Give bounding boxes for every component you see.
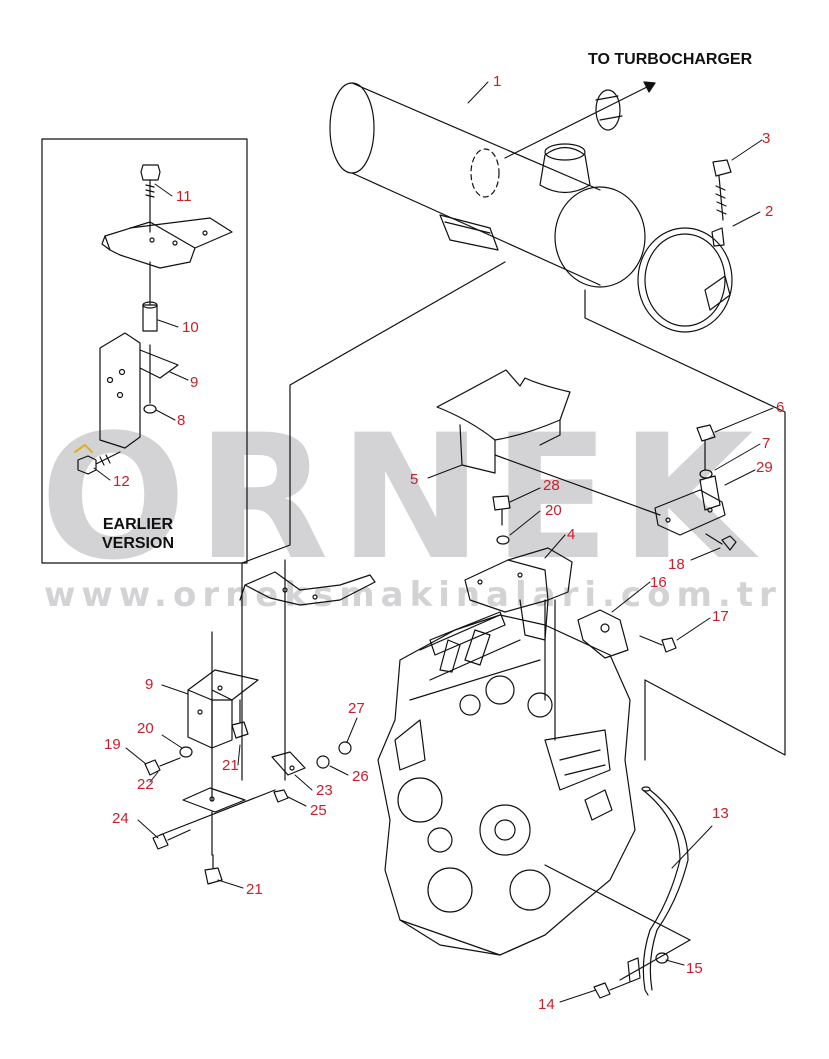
bolt-3 (712, 159, 732, 221)
callout-leaders (93, 81, 774, 1003)
callout-27: 27 (348, 700, 365, 717)
callout-5: 5 (410, 471, 419, 488)
callout-26: 26 (352, 768, 369, 785)
callout-4: 4 (567, 526, 576, 543)
callout-15: 15 (686, 960, 703, 977)
earlier-label-line1: EARLIER (102, 516, 174, 533)
shield-leader (494, 454, 661, 516)
bolt-17 (639, 635, 677, 653)
callout-19: 19 (104, 736, 121, 753)
callout-28: 28 (543, 477, 560, 494)
strap-2 (637, 227, 733, 333)
turbo-arrow-line (504, 82, 656, 159)
engine-block (377, 611, 636, 956)
nut-25 (273, 789, 289, 803)
bolt-6 (696, 424, 716, 471)
callout-1: 1 (493, 73, 502, 90)
callout-21-lower: 21 (246, 881, 263, 898)
callout-18: 18 (668, 556, 685, 573)
callout-9-inset: 9 (190, 374, 199, 391)
callout-2: 2 (765, 203, 774, 220)
bracket-9 (187, 669, 259, 749)
callout-16: 16 (650, 574, 667, 591)
turbo-clamp (595, 89, 623, 131)
yellow-marker (74, 444, 93, 453)
bolt-12 (77, 451, 121, 475)
washer-8 (143, 404, 157, 414)
bracket-16 (577, 609, 629, 659)
callout-20-lower: 20 (137, 720, 154, 737)
bolt-24 (152, 829, 191, 850)
callout-13: 13 (712, 805, 729, 822)
earlier-version-label: EARLIER VERSION (78, 515, 198, 553)
watermark-brand: ORNEK (40, 397, 764, 598)
callout-29: 29 (756, 459, 773, 476)
inset-bracket (101, 217, 233, 306)
bolt-28 (492, 495, 511, 526)
upper-bracket (239, 571, 376, 606)
tube-leader-a (544, 864, 691, 941)
callout-24: 24 (112, 810, 129, 827)
callout-3: 3 (762, 130, 771, 147)
callout-21-upper: 21 (222, 757, 239, 774)
bolt-21-upper (231, 699, 249, 739)
callout-22: 22 (137, 776, 154, 793)
bolt-14 (593, 957, 641, 999)
bolt-11 (140, 164, 161, 233)
muffler-1 (329, 82, 646, 288)
bracket-4 (464, 547, 573, 641)
clamp-15 (655, 952, 669, 964)
bolt-21-lower (204, 854, 223, 885)
callout-17: 17 (712, 608, 729, 625)
bracket-29 (654, 475, 726, 536)
turbocharger-label: TO TURBOCHARGER (588, 51, 753, 68)
callout-23: 23 (316, 782, 333, 799)
callout-7: 7 (762, 435, 771, 452)
leader-right (584, 289, 786, 756)
nut-26 (316, 755, 330, 769)
bolt-18 (705, 533, 737, 551)
turbo-arrow-head (643, 81, 656, 93)
plate-lower (182, 787, 246, 813)
washer-20-lower (179, 746, 193, 758)
shield-5 (436, 369, 571, 474)
callout-14: 14 (538, 996, 555, 1013)
bracket-23 (271, 751, 306, 776)
callout-6: 6 (776, 399, 785, 416)
callout-11: 11 (176, 188, 192, 205)
nut-27 (338, 741, 352, 755)
callout-10: 10 (182, 319, 199, 336)
washer-20-upper (496, 535, 510, 545)
spacer-10 (142, 301, 158, 332)
inset-bracket-9 (99, 332, 179, 449)
callout-9: 9 (145, 676, 154, 693)
watermark-url: www.orneksmakinalari.com.tr (44, 575, 782, 615)
earlier-label-line2: VERSION (101, 535, 174, 552)
callout-12: 12 (113, 473, 130, 490)
tube-13 (641, 786, 689, 996)
callout-8: 8 (177, 412, 186, 429)
bolt-19 (144, 757, 181, 776)
leader-left (241, 261, 506, 781)
tube-leader-b (619, 939, 691, 981)
earlier-version-box (41, 138, 248, 564)
callout-20-upper: 20 (545, 502, 562, 519)
callout-25: 25 (310, 802, 327, 819)
bolt-line-24 (159, 789, 276, 836)
